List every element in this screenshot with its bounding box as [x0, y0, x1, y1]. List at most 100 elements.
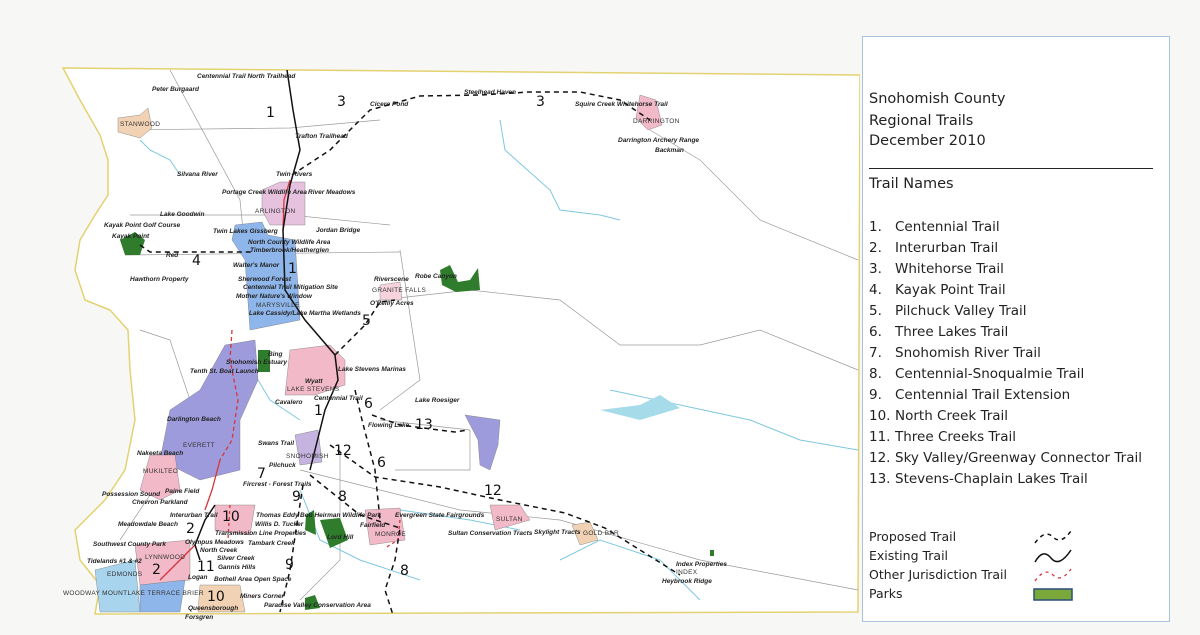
- place-label: Backman: [655, 147, 684, 154]
- monroe-area: [364, 507, 406, 546]
- trail-name: Whitehorse Trail: [895, 261, 1004, 277]
- trail-name: Snohomish River Trail: [895, 345, 1041, 361]
- place-label: Tenth St. Boat Launch: [190, 368, 259, 375]
- trail-number-label: 6: [364, 396, 373, 412]
- place-label: MONROE: [375, 531, 407, 538]
- park-bob-heirman: [305, 510, 316, 535]
- place-label: Jordan Bridge: [316, 227, 361, 234]
- trail-number-label: 1: [314, 403, 323, 419]
- place-label: Centennial Trail: [314, 395, 363, 402]
- place-label: LAKE STEVENS: [287, 386, 340, 393]
- trail-name-item: 13.Stevens-Chaplain Lakes Trail: [869, 469, 1142, 490]
- proposed-trails: [139, 91, 681, 616]
- key-row: Proposed Trail: [869, 527, 1109, 546]
- trail-pilchuck-valley: [334, 299, 396, 356]
- place-label: Fircrest - Forest Trails: [243, 481, 312, 488]
- trail-number: 4.: [869, 282, 882, 298]
- place-label: Bothell Area Open Space: [214, 576, 292, 583]
- place-label: Cavalero: [275, 399, 303, 406]
- key-label: Existing Trail: [869, 548, 949, 563]
- place-label: Kayak Point: [112, 233, 150, 240]
- trail-number-label: 2: [186, 521, 195, 537]
- trail-name-item: 8.Centennial-Snoqualmie Trail: [869, 364, 1142, 385]
- park-small: [710, 550, 714, 556]
- key-label: Proposed Trail: [869, 529, 957, 544]
- place-label: Heybrook Ridge: [662, 578, 712, 585]
- trail-number: 11.: [869, 429, 891, 445]
- trail-name-item: 2. Interurban Trail: [869, 238, 1142, 259]
- trail-number-label: 10: [207, 589, 225, 605]
- place-label: Evergreen State Fairgrounds: [395, 512, 485, 519]
- place-label: EDMONDS: [107, 571, 143, 578]
- place-label: Nakeeta Beach: [137, 450, 184, 457]
- park-snohomish-estuary: [258, 350, 270, 372]
- place-label: Squire Creek Whitehorse Trail: [575, 101, 668, 108]
- trail-centennial-extension: [279, 484, 304, 613]
- place-label: Meadowdale Beach: [118, 521, 178, 528]
- park-robe-canyon: [440, 265, 480, 292]
- trail-name: Three Lakes Trail: [895, 324, 1009, 340]
- place-label: Mother Nature's Window: [236, 293, 312, 300]
- trail-number: 9.: [869, 387, 882, 403]
- lake-stevens-area: [284, 344, 346, 396]
- place-label: Index Properties: [676, 561, 727, 568]
- trail-number: 13.: [869, 471, 891, 487]
- lynnwood-area: [134, 539, 191, 586]
- place-label: MUKILTEO: [143, 468, 179, 475]
- mill-creek-area: [214, 504, 256, 536]
- place-label: Pilchuck: [269, 462, 296, 469]
- dashed-red-line-icon: [1033, 567, 1073, 588]
- place-label: Timberbrook/Heatherglen: [250, 247, 329, 254]
- trail-interurban: [194, 504, 216, 561]
- place-label: ARLINGTON: [255, 208, 296, 215]
- trail-name: Centennial Trail Extension: [895, 387, 1071, 403]
- trail-name: North Creek Trail: [895, 408, 1009, 424]
- place-label: Bing: [268, 351, 283, 358]
- place-label: Fairfield: [360, 522, 386, 529]
- chaplain-lake-area: [464, 414, 501, 471]
- trail-number-label: 8: [338, 489, 347, 505]
- spada-lake: [600, 395, 680, 420]
- place-label: Transmission Line Properties: [215, 530, 307, 537]
- place-label: Twin Rivers: [276, 171, 313, 178]
- place-label: Skylight Tracts: [534, 529, 581, 536]
- trail-three-lakes: [354, 389, 381, 521]
- trail-sky-valley: [329, 444, 681, 576]
- trail-name-item: 11.Three Creeks Trail: [869, 427, 1142, 448]
- trail-number: 1.: [869, 219, 882, 235]
- cities: [94, 94, 663, 613]
- darrington-area: [635, 94, 663, 131]
- place-label: STANWOOD: [120, 121, 161, 128]
- place-label: Flowing Lake: [368, 422, 410, 429]
- trail-name: Interurban Trail: [895, 240, 999, 256]
- trail-number: 2.: [869, 240, 882, 256]
- map-title-line1: Snohomish County: [869, 91, 1006, 107]
- trail-name-item: 5.Pilchuck Valley Trail: [869, 301, 1142, 322]
- map-date: December 2010: [869, 133, 986, 149]
- place-label: Peter Burgaard: [152, 86, 199, 93]
- place-label: Portage Creek Wildlife Area: [222, 189, 307, 196]
- trail-name-item: 4.Kayak Point Trail: [869, 280, 1142, 301]
- trail-name-item: 6.Three Lakes Trail: [869, 322, 1142, 343]
- gold-bar-area: [571, 521, 599, 546]
- trail-number-label: 3: [536, 94, 545, 110]
- place-label: Lake Goodwin: [160, 211, 205, 218]
- map-title-line2: Regional Trails: [869, 113, 974, 129]
- place-label: Silver Creek: [217, 555, 255, 562]
- trail-name-item: 9. Centennial Trail Extension: [869, 385, 1142, 406]
- snohomish-area: [294, 429, 323, 466]
- trail-number-label: 3: [337, 94, 346, 110]
- trail-number-label: 12: [334, 443, 352, 459]
- solid-black-line-icon: [1033, 548, 1073, 569]
- place-label: WOODWAY MOUNTLAKE TERRACE BRIER: [63, 590, 204, 597]
- place-label: Possession Sound: [102, 491, 161, 498]
- trail-number: 12.: [869, 450, 891, 466]
- place-label: Sultan Conservation Tracts: [448, 530, 533, 537]
- place-label: Lake Stevens Marinas: [338, 366, 406, 373]
- place-label: Gannis Hills: [218, 564, 256, 571]
- trail-name: Pilchuck Valley Trail: [895, 303, 1027, 319]
- place-label: Cicero Pond: [370, 101, 409, 108]
- sultan-area: [489, 504, 531, 531]
- place-label: SNOHOMISH: [286, 453, 329, 460]
- trail-kayak-point: [139, 244, 252, 253]
